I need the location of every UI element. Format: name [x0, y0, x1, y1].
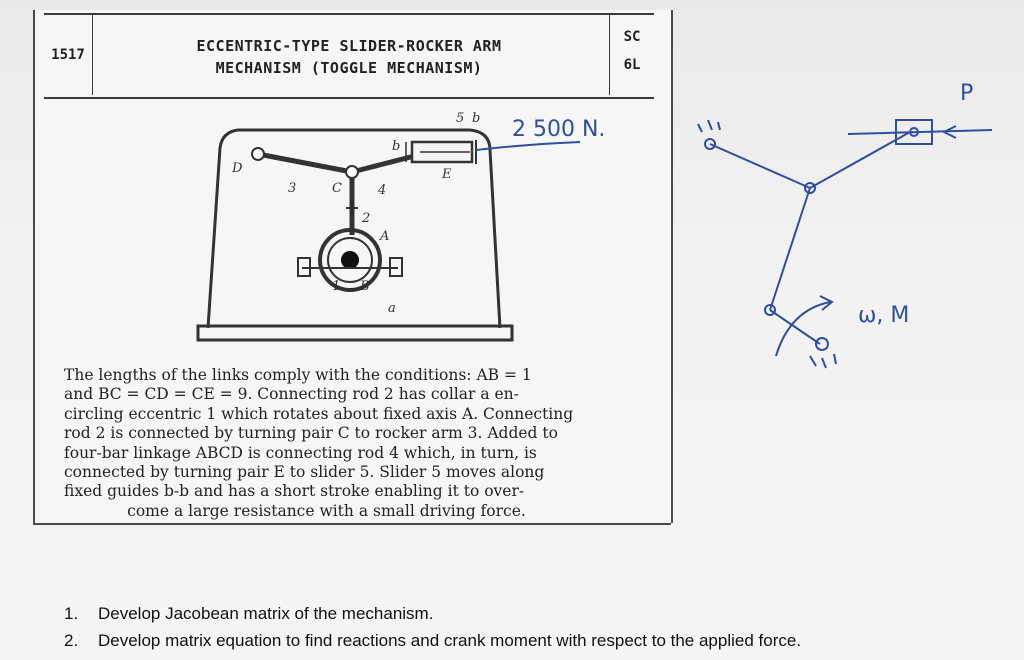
label-c: C: [332, 181, 342, 196]
desc-line-4: rod 2 is connected by turning pair C to …: [64, 424, 558, 443]
question-number: 2.: [64, 631, 79, 650]
desc-line-1: The lengths of the links comply with the…: [64, 366, 532, 384]
title-line-1: ECCENTRIC-TYPE SLIDER-ROCKER ARM: [196, 37, 502, 55]
question-text: Develop Jacobean matrix of the mechanism…: [98, 604, 434, 623]
pivot-d: [251, 147, 265, 161]
desc-line-8: come a large resistance with a small dri…: [127, 501, 526, 520]
force-arrowhead: [941, 125, 957, 139]
sketch-rotation-head: [819, 295, 834, 311]
sketch-crank: [769, 309, 821, 345]
force-p-label: P: [960, 81, 973, 106]
force-arrow-stroke: [475, 141, 581, 151]
handwritten-sketch: P ω, M: [697, 81, 993, 369]
sketch-crank-joint: [764, 304, 776, 316]
omega-moment-label: ω, M: [858, 303, 909, 328]
applied-force-line: [847, 129, 993, 135]
handwritten-force-annotation: 2 500 N.: [475, 117, 605, 151]
desc-line-3: circling eccentric 1 which rotates about…: [64, 404, 574, 423]
mechanism-title: ECCENTRIC-TYPE SLIDER-ROCKER ARM MECHANI…: [104, 35, 594, 79]
label-1: 1: [332, 279, 340, 294]
label-3: 3: [288, 181, 296, 196]
label-2: 2: [361, 211, 370, 226]
mechanism-description: The lengths of the links comply with the…: [64, 366, 649, 521]
sketch-link-2: [769, 187, 811, 311]
title-line-2: MECHANISM (TOGGLE MECHANISM): [215, 59, 483, 77]
code-line-2: 6L: [623, 57, 641, 73]
sketch-link-right: [809, 131, 911, 189]
question-number: 1.: [64, 604, 79, 623]
question-text: Develop matrix equation to find reaction…: [98, 631, 802, 650]
label-a-axis: A: [379, 229, 389, 244]
frame-base: [196, 324, 514, 342]
sketch-joint-c: [804, 182, 816, 194]
sketch-pivot-d: [704, 138, 716, 150]
collar-lug-right: [389, 257, 403, 277]
sketch-ground-a: [809, 353, 837, 369]
label-4: 4: [377, 183, 386, 198]
axis-a: [341, 251, 359, 269]
collar-lug-left: [297, 257, 311, 277]
label-d: D: [231, 161, 243, 176]
eccentric-collar: [318, 228, 382, 292]
classification-code: SC 6L: [609, 15, 654, 95]
sketch-slider: [895, 119, 933, 145]
question-item: 2. Develop matrix equation to find react…: [64, 627, 964, 654]
label-b-top: b: [472, 111, 480, 126]
desc-line-6: connected by turning pair E to slider 5.…: [64, 463, 545, 482]
label-b: B: [359, 279, 370, 294]
desc-line-2: and BC = CD = CE = 9. Connecting rod 2 h…: [64, 385, 519, 404]
mechanism-number: 1517: [44, 15, 93, 95]
label-e: E: [441, 167, 452, 182]
force-value: 2 500 N.: [512, 117, 605, 142]
label-b-left: b: [392, 139, 400, 154]
sketch-link-left: [709, 143, 811, 189]
pivot-c: [345, 165, 359, 179]
machine-frame: [206, 128, 502, 329]
desc-line-7: fixed guides b-b and has a short stroke …: [64, 482, 525, 501]
rocker-arm-3: [257, 151, 353, 175]
desc-line-5: four-bar linkage ABCD is connecting rod …: [64, 443, 537, 462]
sketch-ground-d: [697, 119, 721, 133]
card-header: 1517 ECCENTRIC-TYPE SLIDER-ROCKER ARM ME…: [44, 13, 654, 99]
sketch-rotation-arrow: [775, 301, 831, 357]
question-item: 1. Develop Jacobean matrix of the mechan…: [64, 600, 964, 627]
label-a-collar: a: [388, 301, 396, 316]
sketch-pivot-a: [815, 337, 829, 351]
label-5: 5: [456, 111, 464, 126]
code-line-1: SC: [623, 29, 641, 45]
mechanism-figure: D 3 C 4 E 2 A 1 B a 5 b b: [196, 111, 514, 342]
question-list: 1. Develop Jacobean matrix of the mechan…: [64, 600, 964, 654]
